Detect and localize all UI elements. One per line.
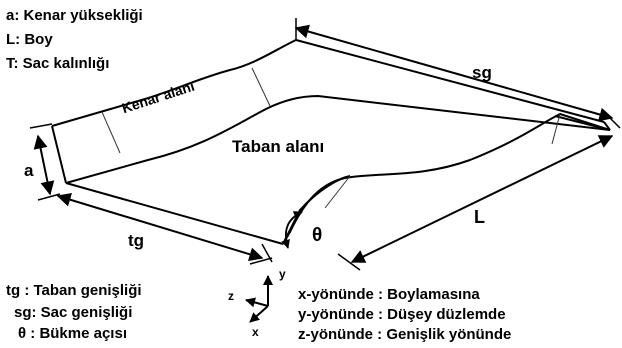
theta-arc [281, 211, 303, 249]
taban-alani-label: Taban alanı [232, 137, 325, 156]
legend-a: a: Kenar yüksekliği [6, 7, 143, 24]
corner-fold [554, 115, 611, 131]
tg-label: tg [128, 231, 145, 250]
x-axis [249, 305, 269, 323]
direction-x: x-yönünde : Boylamasına [298, 286, 480, 303]
legend-T: T: Sac kalınlığı [6, 55, 110, 72]
sg-dim-line [294, 24, 614, 122]
flange-divider-2 [251, 67, 271, 107]
z-axis [245, 297, 269, 308]
direction-y: y-yönünde : Düşey düzlemde [298, 306, 506, 323]
corner-face [282, 175, 351, 245]
bend-line [65, 95, 611, 184]
flange-top-edge [51, 39, 605, 127]
a-ext-2 [37, 193, 61, 201]
axis-z-label: z [228, 289, 234, 303]
legend-L: L: Boy [6, 31, 53, 48]
tg-ext-2 [261, 243, 273, 263]
legend-theta: θ : Bükme açısı [18, 325, 127, 342]
sg-ext-2 [603, 111, 621, 129]
axis-x-label: x [252, 325, 259, 339]
flange-left-edge [51, 125, 67, 184]
L-label: L [474, 207, 485, 227]
corner-divider-2 [324, 175, 351, 209]
base-right-edge [282, 113, 611, 245]
theta-label: θ [312, 225, 323, 246]
legend-sg: sg: Sac genişliği [14, 304, 133, 321]
axis-y-label: y [279, 267, 286, 281]
a-dim-line [33, 134, 55, 196]
sg-label: sg [472, 63, 492, 82]
direction-z: z-yönünde : Genişlik yönünde [298, 326, 512, 343]
tg-ext-1 [249, 257, 273, 265]
a-ext-1 [29, 123, 53, 129]
L-dim-line [350, 135, 614, 263]
a-label: a [24, 161, 34, 180]
base-front-edge [65, 182, 284, 245]
tg-dim-line [56, 192, 264, 262]
flange-divider-1 [101, 111, 121, 154]
L-ext-1 [337, 253, 361, 271]
legend-tg: tg : Taban genişliği [6, 282, 142, 299]
coordinate-axes [245, 275, 273, 323]
